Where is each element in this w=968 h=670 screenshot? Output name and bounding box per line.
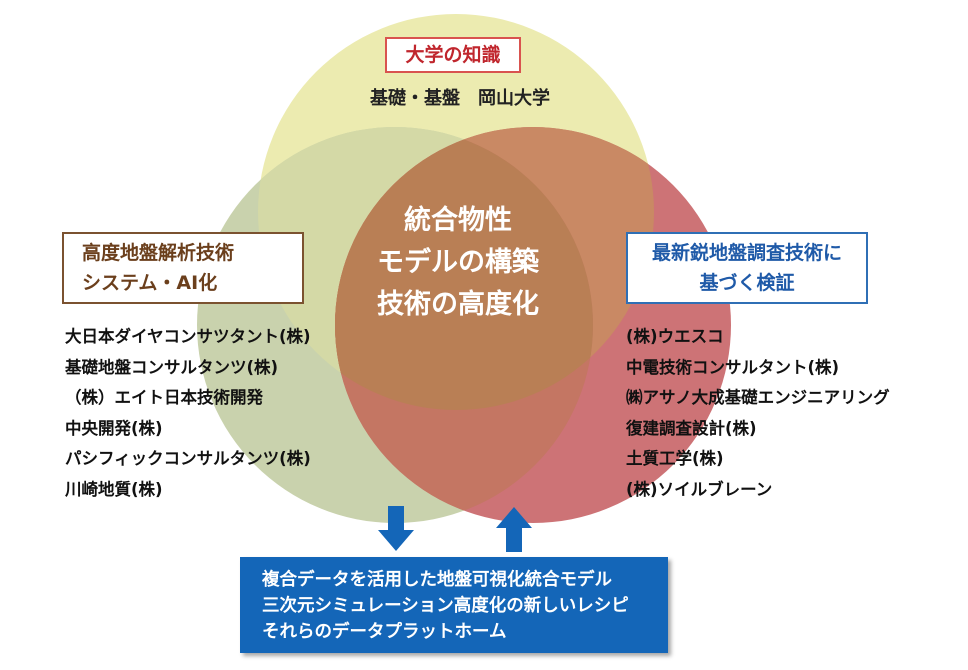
- survey-label-line-2: 基づく検証: [699, 272, 795, 294]
- center-line-3: 技術の高度化: [377, 289, 539, 320]
- platform-line-1: 複合データを活用した地盤可視化統合モデル: [262, 570, 612, 590]
- survey-verification-label: 最新鋭地盤調査技術に 基づく検証: [626, 232, 868, 304]
- data-platform-box: 複合データを活用した地盤可視化統合モデル 三次元シミュレーション高度化の新しいレ…: [240, 557, 668, 653]
- platform-line-3: それらのデータプラットホーム: [262, 622, 507, 642]
- analysis-label-line-2: システム・AI化: [82, 272, 218, 294]
- right-company-list: (株)ウエスコ 中電技術コンサルタント(株) ㈱アサノ大成基礎エンジニアリング …: [626, 322, 890, 505]
- platform-line-2: 三次元シミュレーション高度化の新しいレシピ: [262, 596, 629, 616]
- list-item: （株）エイト日本技術開発: [65, 388, 263, 407]
- left-company-list: 大日本ダイヤコンサツタント(株) 基礎地盤コンサルタンツ(株) （株）エイト日本…: [65, 322, 311, 505]
- analysis-label-line-1: 高度地盤解析技術: [82, 242, 235, 264]
- list-item: 基礎地盤コンサルタンツ(株): [65, 357, 279, 377]
- survey-label-line-1: 最新鋭地盤調査技術に: [651, 242, 842, 264]
- analysis-system-label: 高度地盤解析技術 システム・AI化: [62, 232, 304, 304]
- arrow-down-icon: [378, 506, 414, 551]
- list-item: (株)ウエスコ: [626, 327, 724, 346]
- arrow-up-icon: [496, 507, 532, 552]
- center-line-2: モデルの構築: [377, 247, 539, 278]
- university-subtitle: 基礎・基盤 岡山大学: [370, 88, 550, 109]
- list-item: 中央開発(株): [65, 418, 163, 438]
- university-knowledge-label: 大学の知識: [385, 37, 521, 73]
- center-line-1: 統合物性: [404, 205, 512, 236]
- list-item: (株)ソイルブレーン: [626, 479, 773, 499]
- center-overlap: [335, 127, 593, 410]
- list-item: 復建調査設計(株): [626, 418, 757, 438]
- list-item: 川崎地質(株): [65, 479, 163, 499]
- list-item: 中電技術コンサルタント(株): [626, 357, 840, 377]
- list-item: ㈱アサノ大成基礎エンジニアリング: [626, 388, 890, 407]
- center-theme: 統合物性 モデルの構築 技術の高度化: [350, 200, 566, 326]
- list-item: 土質工学(株): [626, 449, 724, 468]
- list-item: 大日本ダイヤコンサツタント(株): [65, 327, 311, 346]
- list-item: パシフィックコンサルタンツ(株): [65, 449, 311, 468]
